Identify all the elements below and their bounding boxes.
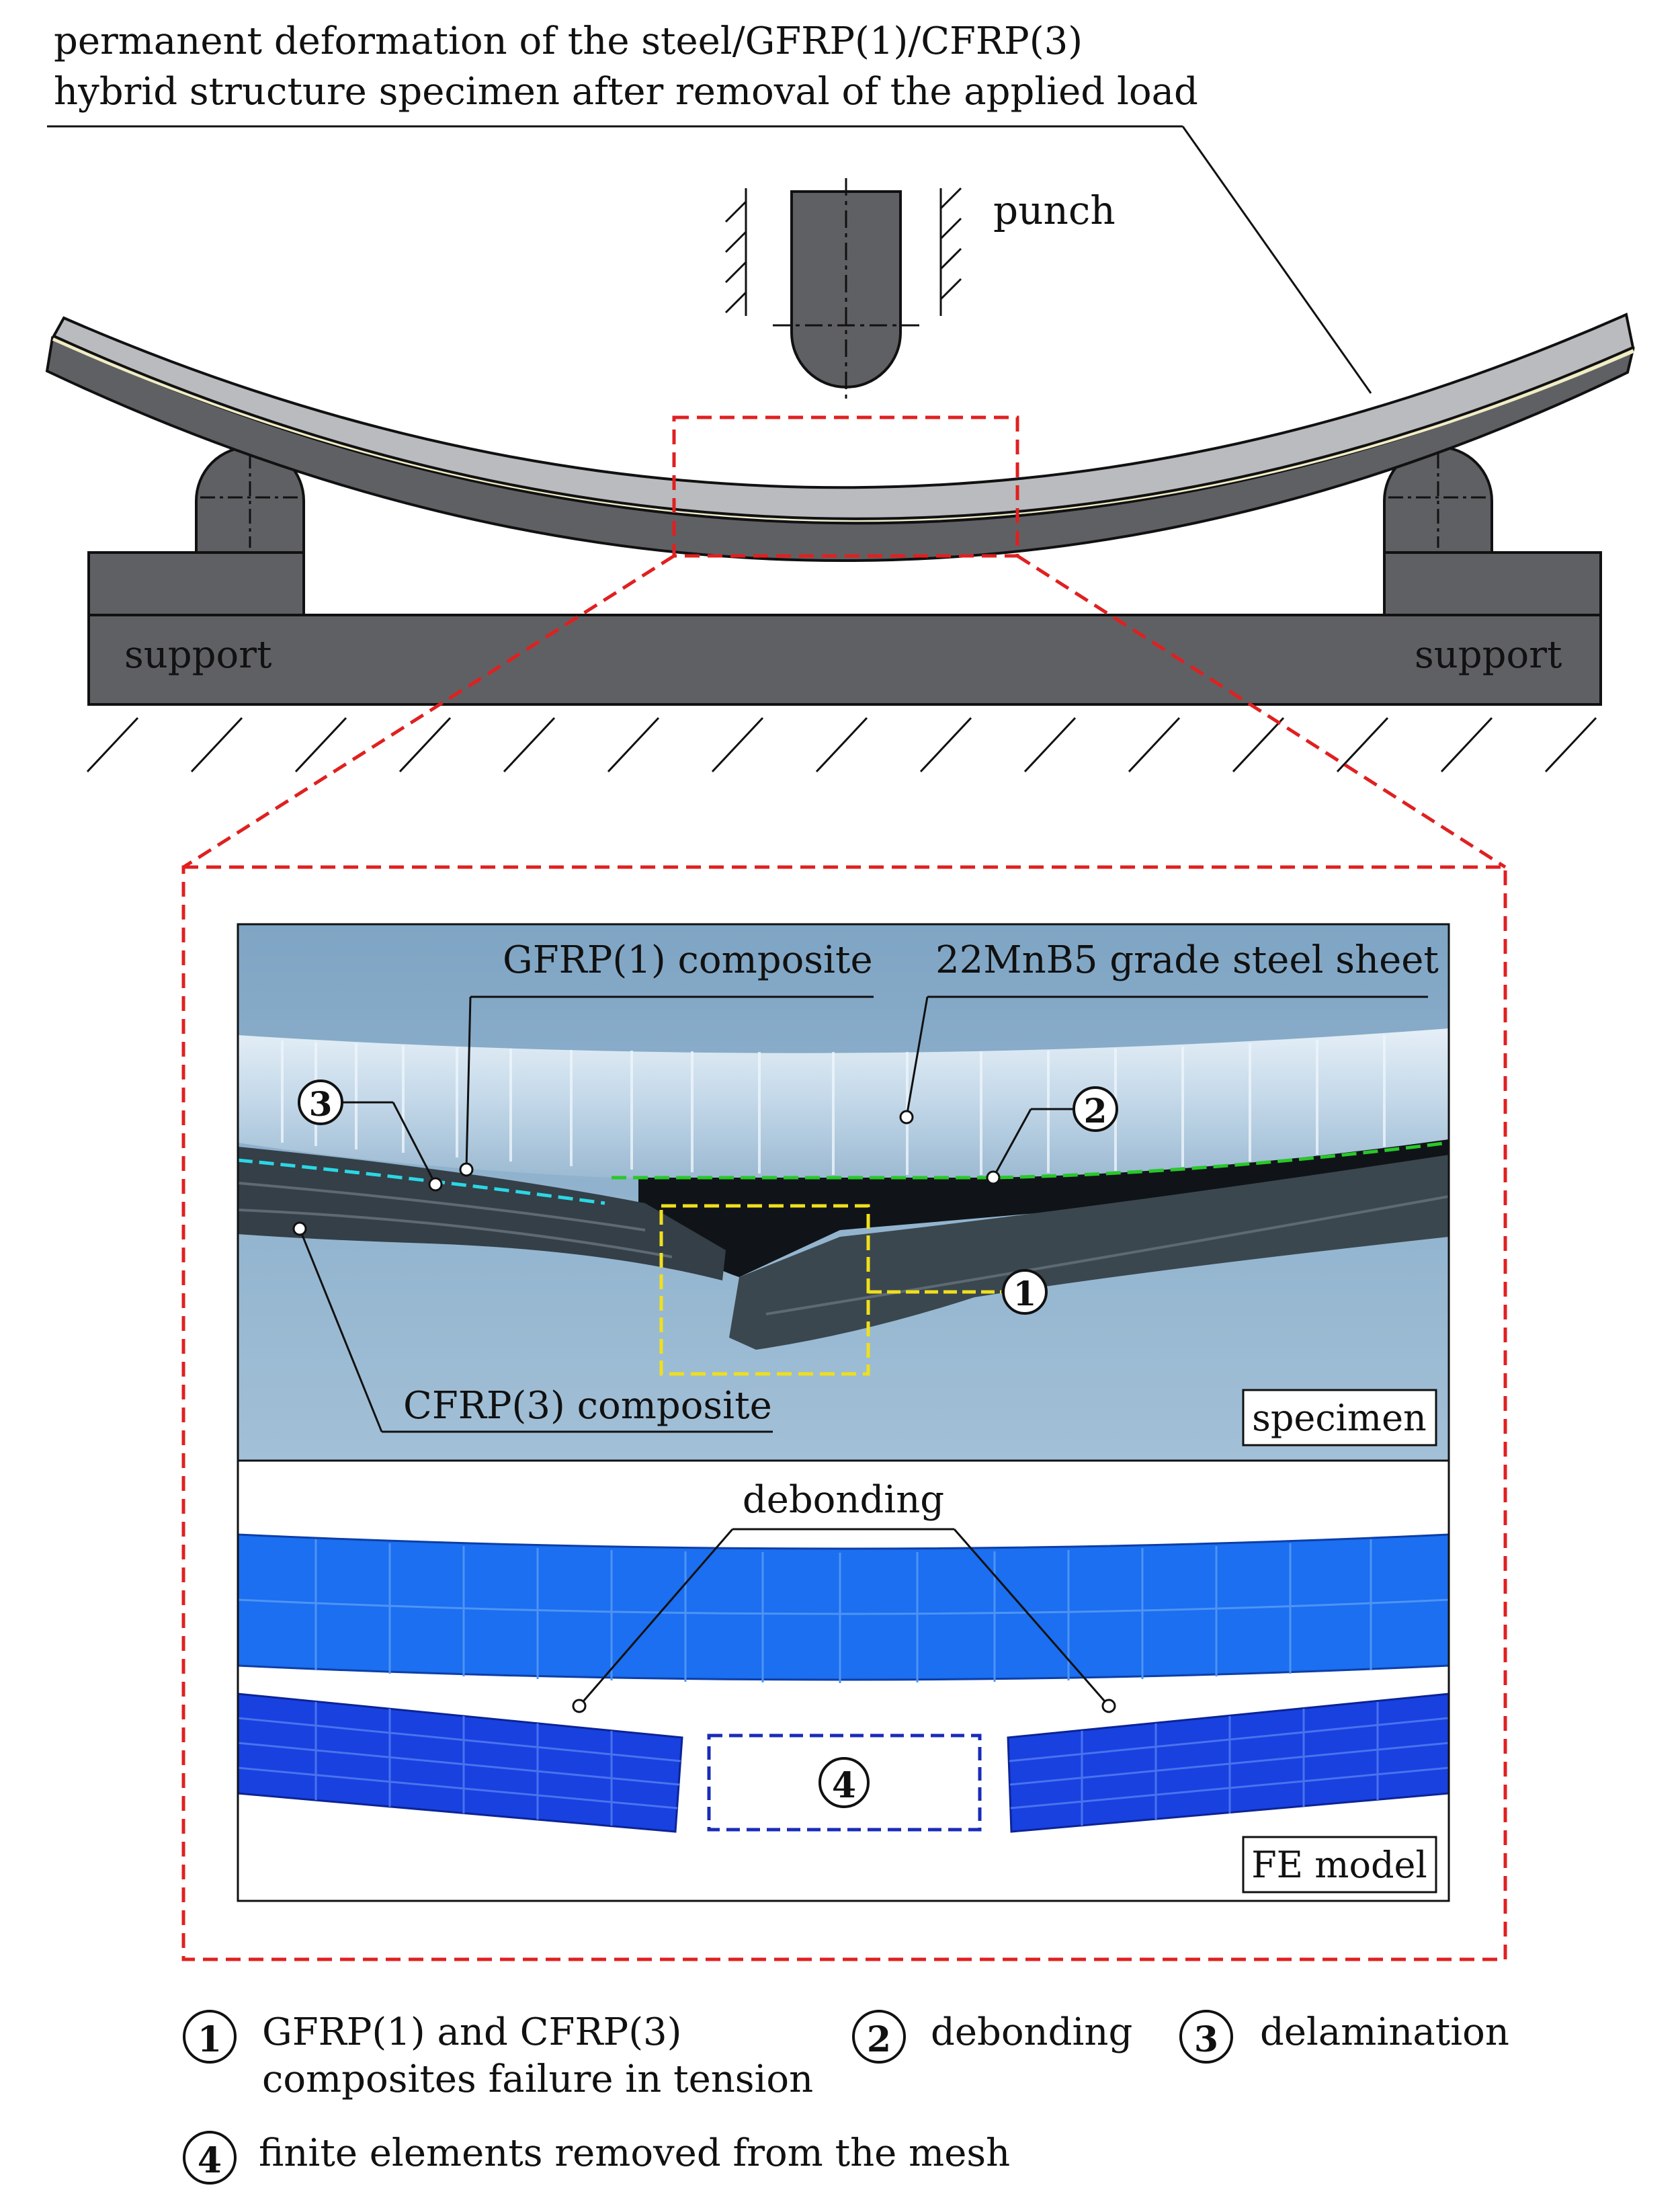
zoom-region-box	[672, 415, 1019, 558]
debonding-leader-right	[953, 1529, 1110, 1707]
legend-1-line-2: composites failure in tension	[262, 2058, 813, 2101]
legend-3-line-1: delamination	[1260, 2010, 1509, 2054]
specimen-photo	[238, 924, 1449, 1461]
cfrp-leader	[298, 1228, 383, 1432]
fe-steel-mesh	[238, 1539, 1449, 1683]
marker-1-text: 1	[1013, 1274, 1037, 1313]
fe-right-composite-mesh	[1009, 1702, 1449, 1826]
photo-debond-gap	[638, 1139, 1449, 1277]
roller-centerlines	[200, 454, 1488, 548]
support-label-right: support	[1415, 633, 1562, 677]
support-base	[87, 614, 1602, 706]
zoom-detail-frame	[181, 865, 1507, 1961]
legend-2-line-1: debonding	[931, 2010, 1132, 2054]
specimen-tag-box	[1242, 1389, 1437, 1447]
photo-composite-lamina-lines	[238, 1182, 1449, 1315]
steel-point	[899, 1110, 914, 1125]
marker-4-circle	[818, 1757, 870, 1808]
punch-label: punch	[993, 188, 1116, 233]
legend-marker-4-circle	[183, 2131, 237, 2185]
legend-4-line-1: finite elements removed from the mesh	[259, 2131, 1010, 2175]
fe-model-tag: FE model	[1251, 1844, 1427, 1886]
marker-2-circle	[1073, 1086, 1118, 1132]
marker-failure-box	[659, 1204, 870, 1376]
debonding-point-right	[1101, 1699, 1116, 1713]
marker-3-leader-diag	[392, 1102, 437, 1185]
marker-3-text: 3	[309, 1084, 333, 1124]
legend-marker-2-circle	[852, 2010, 906, 2064]
right-support-step	[1383, 551, 1602, 616]
gfrp-label-leader	[465, 996, 472, 1170]
header-line-1: permanent deformation of the steel/GFRP(…	[54, 19, 1083, 63]
punch-centerlines	[773, 178, 919, 400]
marker-3-point	[428, 1177, 443, 1192]
legend-marker-3-circle	[1179, 2010, 1233, 2064]
marker-4-text: 4	[832, 1765, 856, 1806]
steel-label-leader	[905, 996, 929, 1118]
legend-marker-2-text: 2	[867, 2019, 891, 2060]
fe-model	[238, 1533, 1449, 1833]
marker-1-circle	[1002, 1269, 1048, 1315]
marker-2-point	[986, 1170, 1001, 1185]
gfrp-point	[459, 1162, 474, 1177]
specimen-tag: specimen	[1252, 1397, 1427, 1439]
zoom-connector-lines	[182, 554, 1507, 869]
gfrp-label: GFRP(1) composite	[503, 938, 873, 982]
cfrp-point	[292, 1221, 307, 1236]
left-support-step	[87, 551, 305, 616]
fe-steel-layer	[238, 1533, 1449, 1681]
cfrp-label: CFRP(3) composite	[403, 1384, 772, 1428]
marker-debonding-line	[612, 1141, 1449, 1180]
specimen-steel-layer	[52, 313, 1635, 520]
punch-hatching-left	[724, 188, 747, 316]
fe-panel-background	[238, 1461, 1449, 1901]
ground-hatching	[86, 717, 1597, 773]
specimen-cfrp-layer	[45, 336, 1635, 562]
marker-2-text: 2	[1084, 1091, 1107, 1131]
marker-3-circle	[298, 1079, 343, 1125]
legend-marker-1-text: 1	[198, 2019, 222, 2060]
debonding-leader-left	[578, 1529, 734, 1707]
debonding-label: debonding	[743, 1478, 944, 1522]
header-line-2: hybrid structure specimen after removal …	[54, 70, 1198, 114]
legend-1-line-1: GFRP(1) and CFRP(3)	[262, 2010, 682, 2054]
photo-right-composite	[729, 1155, 1449, 1350]
legend-marker-4-text: 4	[198, 2140, 222, 2181]
photo-steel-sheet	[238, 1028, 1449, 1178]
header-leader-line	[1181, 126, 1372, 394]
photo-left-composite	[238, 1147, 726, 1280]
fe-panel-border	[237, 1459, 1450, 1902]
steel-label: 22MnB5 grade steel sheet	[935, 938, 1439, 982]
legend-marker-1-circle	[183, 2010, 237, 2064]
marker-2-leader-diag	[992, 1108, 1032, 1178]
debonding-point-left	[572, 1699, 587, 1713]
marker-delamination-line	[238, 1158, 605, 1205]
fe-left-composite-mesh	[238, 1702, 681, 1826]
punch-hatching-right	[939, 187, 962, 316]
fe-model-tag-box	[1242, 1836, 1437, 1893]
legend-marker-3-text: 3	[1194, 2019, 1218, 2060]
support-label-left: support	[124, 633, 272, 677]
